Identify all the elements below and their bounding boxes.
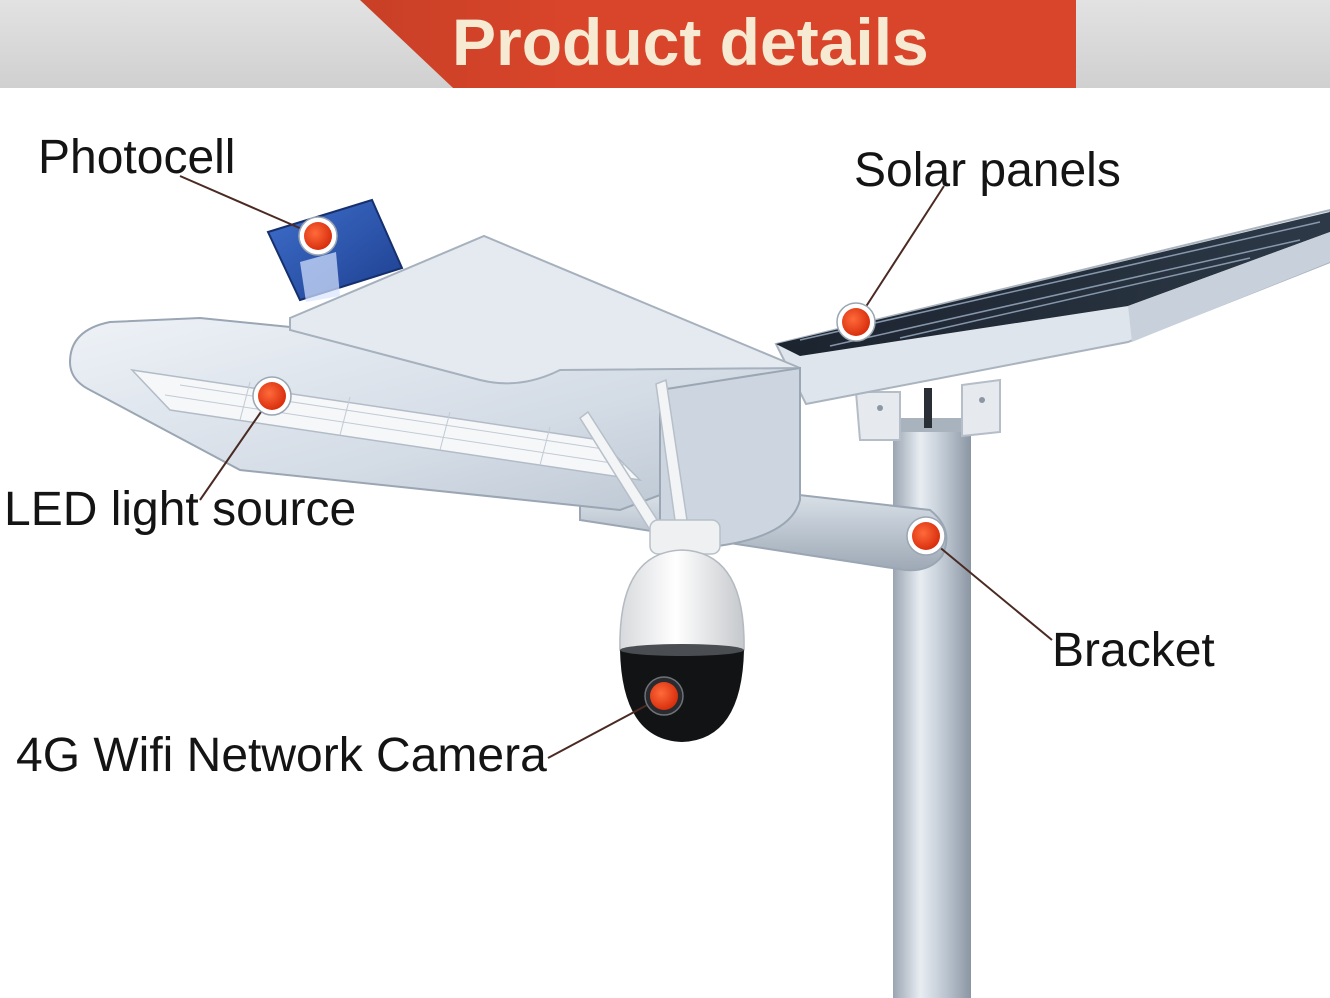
solar-panels-label: Solar panels <box>854 143 1121 199</box>
camera-marker <box>645 677 683 715</box>
pole <box>893 418 971 998</box>
solar-panels-marker <box>837 303 875 341</box>
led-marker <box>253 377 291 415</box>
bracket-label: Bracket <box>1052 623 1215 679</box>
photocell-label: Photocell <box>38 130 235 186</box>
led-light-source-label: LED light source <box>4 482 356 538</box>
photocell-marker <box>299 217 337 255</box>
bracket-marker <box>907 517 945 555</box>
camera-label: 4G Wifi Network Camera <box>16 728 547 784</box>
solar-panels-leader <box>856 186 944 322</box>
